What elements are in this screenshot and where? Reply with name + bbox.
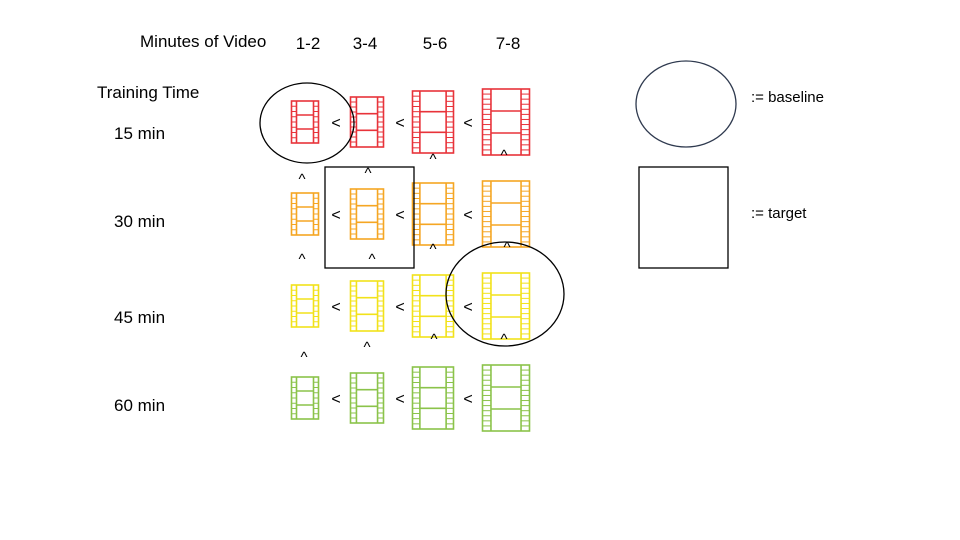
row-axis-title: Training Time — [97, 83, 200, 102]
legend-label-baseline: := baseline — [751, 89, 824, 106]
film-icon — [481, 88, 531, 156]
column-header-3-4: 3-4 — [352, 34, 378, 53]
film-icon — [349, 372, 385, 424]
column-axis-title: Minutes of Video — [140, 32, 267, 51]
caret-symbol: ^ — [368, 251, 375, 268]
film-icon — [411, 90, 455, 154]
film-icon — [411, 274, 455, 338]
film-icons — [290, 88, 531, 432]
baseline-highlight — [259, 82, 355, 164]
legend-baseline-ellipse — [635, 60, 737, 148]
less-than-symbol: < — [463, 299, 472, 316]
film-icon — [349, 280, 385, 332]
caret-symbol: ^ — [429, 151, 436, 168]
legend-label-target: := target — [751, 205, 807, 222]
less-than-symbol: < — [395, 299, 404, 316]
caret-symbol: ^ — [429, 241, 436, 258]
legend-shapes — [635, 60, 737, 269]
caret-symbol: ^ — [500, 147, 507, 164]
less-than-symbol: < — [395, 115, 404, 132]
film-icon — [290, 100, 320, 144]
film-icon — [411, 366, 455, 430]
caret-symbol: ^ — [363, 339, 370, 356]
row-label-60-min: 60 min — [114, 396, 166, 415]
baseline-highlight — [445, 241, 565, 347]
less-than-symbol: < — [331, 299, 340, 316]
film-icon — [411, 182, 455, 246]
row-label-15-min: 15 min — [114, 124, 166, 143]
caret-symbol: ^ — [430, 331, 437, 348]
column-header-7-8: 7-8 — [495, 34, 521, 53]
column-header-1-2: 1-2 — [295, 34, 321, 53]
legend-target-rectangle — [638, 166, 729, 269]
row-label-45-min: 45 min — [114, 308, 166, 327]
less-than-symbol: < — [331, 391, 340, 408]
less-than-symbol: < — [331, 115, 340, 132]
film-icon — [290, 376, 320, 420]
column-header-5-6: 5-6 — [422, 34, 448, 53]
less-than-symbol: < — [463, 207, 472, 224]
row-label-30-min: 30 min — [114, 212, 166, 231]
less-than-symbol: < — [331, 207, 340, 224]
highlight-shapes — [259, 82, 565, 347]
target-highlight — [324, 166, 415, 269]
film-icon — [349, 96, 385, 148]
film-icon — [481, 180, 531, 248]
caret-symbol: ^ — [300, 349, 307, 366]
caret-symbol: ^ — [364, 165, 371, 182]
less-than-symbol: < — [463, 115, 472, 132]
film-icon — [290, 284, 320, 328]
film-icon — [349, 188, 385, 240]
less-than-symbol: < — [395, 207, 404, 224]
caret-symbol: ^ — [298, 171, 305, 188]
film-icon — [481, 364, 531, 432]
film-icon — [481, 272, 531, 340]
less-than-symbol: < — [463, 391, 472, 408]
comparison-symbols: < < < < < < < < < < < < ^ ^ ^ ^ ^ ^ ^ ^ ^ ^ ^ ^ — [298, 115, 510, 408]
caret-symbol: ^ — [503, 239, 510, 256]
less-than-symbol: < — [395, 391, 404, 408]
caret-symbol: ^ — [500, 331, 507, 348]
caret-symbol: ^ — [298, 251, 305, 268]
film-icon — [290, 192, 320, 236]
